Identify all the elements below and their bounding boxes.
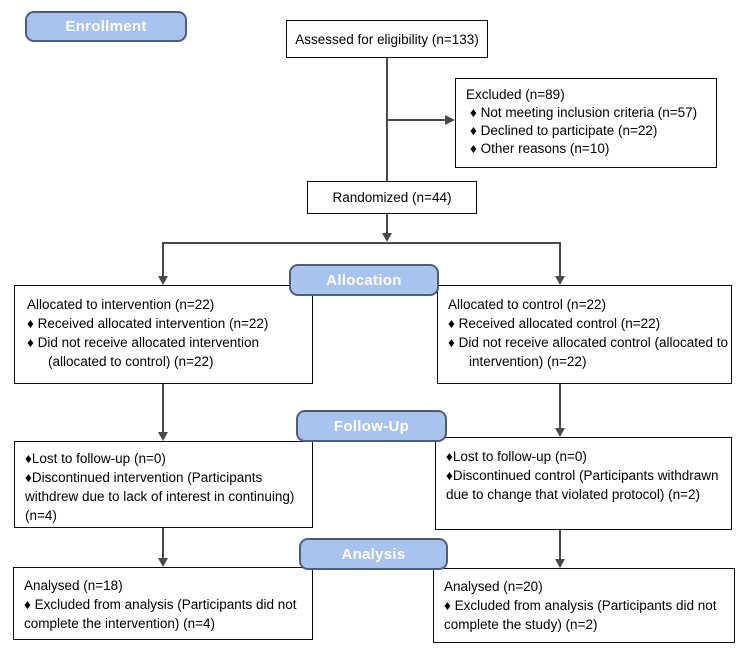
excluded-reason: ♦ Declined to participate (n=22): [470, 123, 658, 138]
analysed-control-box: Analysed (n=20) ♦ Excluded from analysis…: [433, 568, 735, 643]
stage-label-enrollment: Enrollment: [25, 11, 187, 42]
excluded-title: Excluded (n=89): [466, 87, 565, 102]
fu-right-detail: ♦Lost to follow-up (n=0): [446, 449, 587, 464]
excluded-reason: ♦ Not meeting inclusion criteria (n=57): [470, 105, 698, 120]
connector-split-to-alloc-left: [162, 242, 164, 276]
alloc-left-title: Allocated to intervention (n=22): [27, 297, 215, 312]
fu-right-detail: ♦Discontinued control (Participants with…: [446, 468, 719, 483]
fu-left-detail: withdrew due to lack of interest in cont…: [25, 489, 295, 504]
arrowhead-alloc-left-icon: [158, 276, 168, 285]
excluded-reason: ♦ Other reasons (n=10): [470, 141, 610, 156]
connector-split-horizontal: [162, 242, 561, 244]
arrowhead-alloc-right-icon: [555, 276, 565, 285]
stage-label-followup: Follow-Up: [296, 410, 447, 442]
alloc-right-detail: ♦ Did not receive allocated control (all…: [448, 335, 729, 350]
alloc-right-title: Allocated to control (n=22): [448, 297, 606, 312]
connector-alloc-to-followup-left: [162, 384, 164, 432]
allocated-control-box: Allocated to control (n=22) ♦ Received a…: [437, 285, 732, 384]
alloc-right-detail: ♦ Received allocated control (n=22): [448, 316, 661, 331]
connector-split-to-alloc-right: [559, 242, 561, 276]
stage-label-allocation: Allocation: [289, 264, 439, 296]
assessed-eligibility-box: Assessed for eligibility (n=133): [286, 20, 488, 58]
assessed-eligibility-text: Assessed for eligibility (n=133): [295, 31, 479, 47]
alloc-left-detail: (allocated to control) (n=22): [48, 354, 214, 369]
fu-left-detail: (n=4): [25, 508, 57, 523]
connector-to-excluded: [387, 119, 446, 121]
an-right-detail: ♦ Excluded from analysis (Participants d…: [444, 598, 717, 613]
connector-randomized-to-split: [386, 214, 388, 234]
followup-intervention-box: ♦Lost to follow-up (n=0) ♦Discontinued i…: [14, 441, 313, 528]
alloc-right-detail: intervention) (n=22): [469, 354, 587, 369]
arrowhead-analysis-left-icon: [158, 558, 168, 567]
randomized-box: Randomized (n=44): [307, 181, 477, 214]
analysed-intervention-box: Analysed (n=18) ♦ Excluded from analysis…: [13, 567, 313, 640]
an-right-title: Analysed (n=20): [444, 579, 543, 594]
fu-right-detail: due to change that violated protocol) (n…: [446, 487, 701, 502]
connector-followup-to-analysis-left: [162, 528, 164, 558]
connector-followup-to-analysis-right: [559, 530, 561, 559]
excluded-box: Excluded (n=89) ♦ Not meeting inclusion …: [455, 78, 717, 168]
alloc-left-detail: ♦ Received allocated intervention (n=22): [27, 316, 269, 331]
allocated-intervention-box: Allocated to intervention (n=22) ♦ Recei…: [14, 285, 313, 384]
fu-left-detail: ♦Lost to follow-up (n=0): [25, 451, 166, 466]
arrowhead-followup-right-icon: [555, 428, 565, 437]
an-left-title: Analysed (n=18): [24, 578, 123, 593]
followup-control-box: ♦Lost to follow-up (n=0) ♦Discontinued c…: [435, 437, 732, 530]
arrowhead-analysis-right-icon: [555, 559, 565, 568]
an-right-detail: complete the study) (n=2): [444, 617, 598, 632]
arrowhead-followup-left-icon: [158, 432, 168, 441]
an-left-detail: ♦ Excluded from analysis (Participants d…: [24, 597, 297, 612]
stage-label-analysis: Analysis: [299, 538, 448, 570]
arrowhead-split-icon: [382, 233, 392, 242]
connector-alloc-to-followup-right: [559, 384, 561, 428]
arrowhead-excluded-icon: [445, 115, 455, 125]
fu-left-detail: ♦Discontinued intervention (Participants: [25, 470, 263, 485]
an-left-detail: complete the intervention) (n=4): [24, 616, 215, 631]
alloc-left-detail: ♦ Did not receive allocated intervention: [27, 335, 260, 350]
randomized-text: Randomized (n=44): [332, 190, 452, 205]
